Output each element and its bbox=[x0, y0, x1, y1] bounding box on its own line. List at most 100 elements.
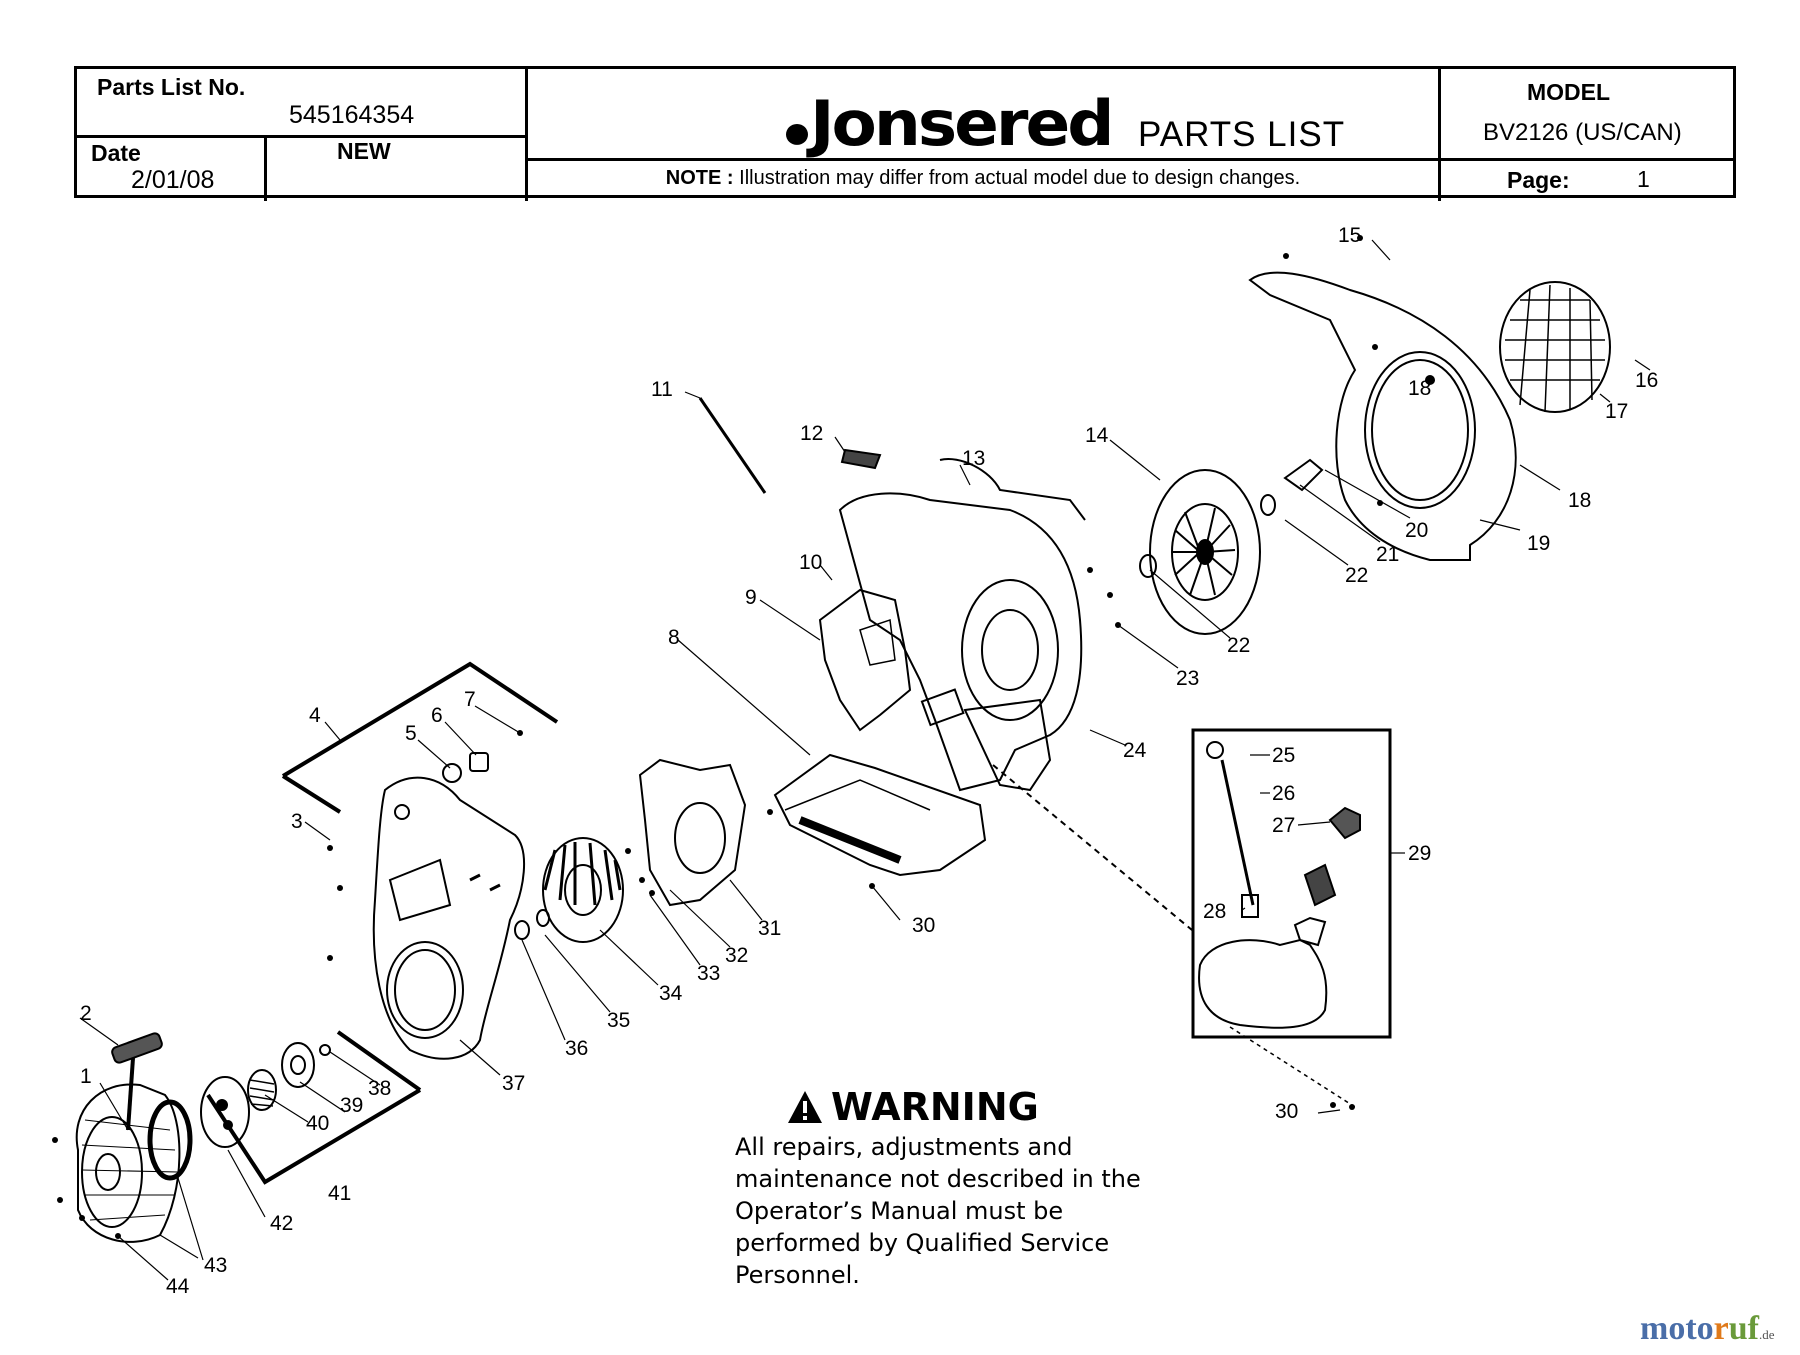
note-label: NOTE : bbox=[665, 167, 734, 189]
spring-cap bbox=[281, 1042, 315, 1088]
warning-heading: WARNING bbox=[831, 1085, 1039, 1129]
callout-30a: 30 bbox=[912, 914, 935, 937]
callout-29: 29 bbox=[1408, 842, 1431, 865]
parts-list-no-label: Parts List No. bbox=[97, 74, 246, 100]
callout-18b: 18 bbox=[1568, 489, 1591, 512]
date-cell: Date 2/01/08 bbox=[77, 138, 267, 201]
parts-list-no-cell: Parts List No. 545164354 bbox=[77, 69, 528, 138]
callout-8: 8 bbox=[668, 626, 680, 649]
leader-lines bbox=[79, 239, 1651, 1281]
callout-30b: 30 bbox=[1275, 1100, 1298, 1123]
warning-title: WARNING bbox=[787, 1085, 1155, 1129]
callout-14: 14 bbox=[1085, 424, 1109, 447]
watermark-part-2: r bbox=[1713, 1310, 1729, 1347]
pawl-plate bbox=[200, 1076, 250, 1148]
model-value: BV2126 (US/CAN) bbox=[1483, 119, 1682, 146]
callout-37: 37 bbox=[502, 1072, 525, 1095]
washer-22 bbox=[1139, 554, 1157, 578]
part-11-rod bbox=[698, 397, 767, 494]
callout-42: 42 bbox=[270, 1212, 293, 1235]
callout-36: 36 bbox=[565, 1037, 588, 1060]
callout-1: 1 bbox=[80, 1065, 92, 1088]
group-bracket-41 bbox=[206, 1088, 422, 1185]
starter-handle bbox=[111, 1032, 163, 1131]
callout-22b: 22 bbox=[1227, 634, 1250, 657]
date-value: 2/01/08 bbox=[131, 166, 215, 194]
callout-15: 15 bbox=[1338, 224, 1361, 247]
callout-25: 25 bbox=[1272, 744, 1295, 767]
status-badge: NEW bbox=[337, 138, 391, 164]
brand-logo: Jonsered bbox=[786, 92, 1114, 156]
callout-26: 26 bbox=[1272, 782, 1295, 805]
callout-20: 20 bbox=[1405, 519, 1428, 542]
warning-block: WARNING All repairs, adjustments and mai… bbox=[735, 1085, 1155, 1291]
callout-10: 10 bbox=[799, 551, 822, 574]
header-table: Parts List No. 545164354 Date 2/01/08 NE… bbox=[74, 66, 1736, 201]
callout-22a: 22 bbox=[1345, 564, 1368, 587]
callout-13: 13 bbox=[962, 447, 985, 470]
warning-triangle-icon bbox=[788, 1091, 822, 1123]
callout-labels: 2 1 3 4 5 6 7 8 9 10 11 12 13 14 15 16 1… bbox=[80, 224, 1658, 1298]
date-label: Date bbox=[91, 140, 141, 166]
shroud bbox=[818, 588, 912, 732]
note-cell: NOTE : Illustration may differ from actu… bbox=[528, 161, 1441, 201]
callout-5: 5 bbox=[405, 722, 417, 745]
fuel-system-box bbox=[1191, 728, 1392, 1039]
callout-34: 34 bbox=[659, 982, 683, 1005]
spring bbox=[247, 1069, 277, 1111]
note: NOTE : Illustration may differ from actu… bbox=[528, 167, 1438, 190]
title-cell: Jonsered PARTS LIST bbox=[528, 69, 1441, 161]
group-bracket-4 bbox=[281, 661, 559, 778]
callout-7: 7 bbox=[464, 688, 476, 711]
model-cell: MODEL BV2126 (US/CAN) bbox=[1441, 69, 1733, 161]
callout-18a: 18 bbox=[1408, 377, 1431, 400]
clip-21 bbox=[1283, 458, 1324, 492]
page-number: 1 bbox=[1637, 166, 1650, 192]
fuel-tank bbox=[1198, 916, 1328, 1029]
callout-38: 38 bbox=[368, 1077, 391, 1100]
fan-housing bbox=[372, 776, 526, 1060]
flywheel bbox=[542, 837, 624, 943]
callout-11: 11 bbox=[651, 378, 673, 401]
callout-27: 27 bbox=[1272, 814, 1295, 837]
callout-31: 31 bbox=[758, 917, 781, 940]
pulley bbox=[147, 1099, 193, 1181]
nut-36 bbox=[514, 920, 530, 940]
callout-32: 32 bbox=[725, 944, 748, 967]
callout-9: 9 bbox=[745, 586, 757, 609]
callout-40: 40 bbox=[306, 1112, 329, 1135]
callout-33: 33 bbox=[697, 962, 720, 985]
warning-text: All repairs, adjustments and maintenance… bbox=[735, 1133, 1141, 1289]
callout-3: 3 bbox=[291, 810, 303, 833]
watermark-part-1: moto bbox=[1640, 1310, 1714, 1347]
blower-duct bbox=[773, 753, 987, 877]
watermark-tld: .de bbox=[1758, 1327, 1775, 1342]
status-cell: NEW bbox=[267, 138, 528, 201]
callout-24: 24 bbox=[1123, 739, 1147, 762]
note-text: Illustration may differ from actual mode… bbox=[739, 167, 1301, 189]
screw-38 bbox=[319, 1044, 331, 1056]
callout-21: 21 bbox=[1376, 543, 1399, 566]
callout-19: 19 bbox=[1527, 532, 1550, 555]
part-12 bbox=[840, 448, 882, 470]
callout-28: 28 bbox=[1203, 900, 1226, 923]
callout-2: 2 bbox=[80, 1002, 92, 1025]
callout-39: 39 bbox=[340, 1094, 363, 1117]
callout-4: 4 bbox=[309, 704, 321, 727]
watermark-logo: motoruf.de bbox=[1640, 1310, 1775, 1348]
diagram-linework bbox=[52, 235, 1651, 1281]
grommet-5 bbox=[442, 763, 462, 783]
watermark-part-3: uf bbox=[1728, 1310, 1759, 1347]
callout-17: 17 bbox=[1605, 400, 1628, 423]
guard-screen bbox=[1499, 281, 1611, 413]
parts-list-no-value: 545164354 bbox=[289, 101, 415, 129]
brand-name: Jonsered bbox=[810, 86, 1114, 161]
callout-35: 35 bbox=[607, 1009, 630, 1032]
impeller bbox=[1149, 469, 1261, 635]
callout-44: 44 bbox=[166, 1275, 190, 1298]
back-plate bbox=[638, 758, 747, 907]
callout-41: 41 bbox=[328, 1182, 351, 1205]
callout-23: 23 bbox=[1176, 667, 1199, 690]
volute-housing bbox=[1248, 271, 1517, 561]
